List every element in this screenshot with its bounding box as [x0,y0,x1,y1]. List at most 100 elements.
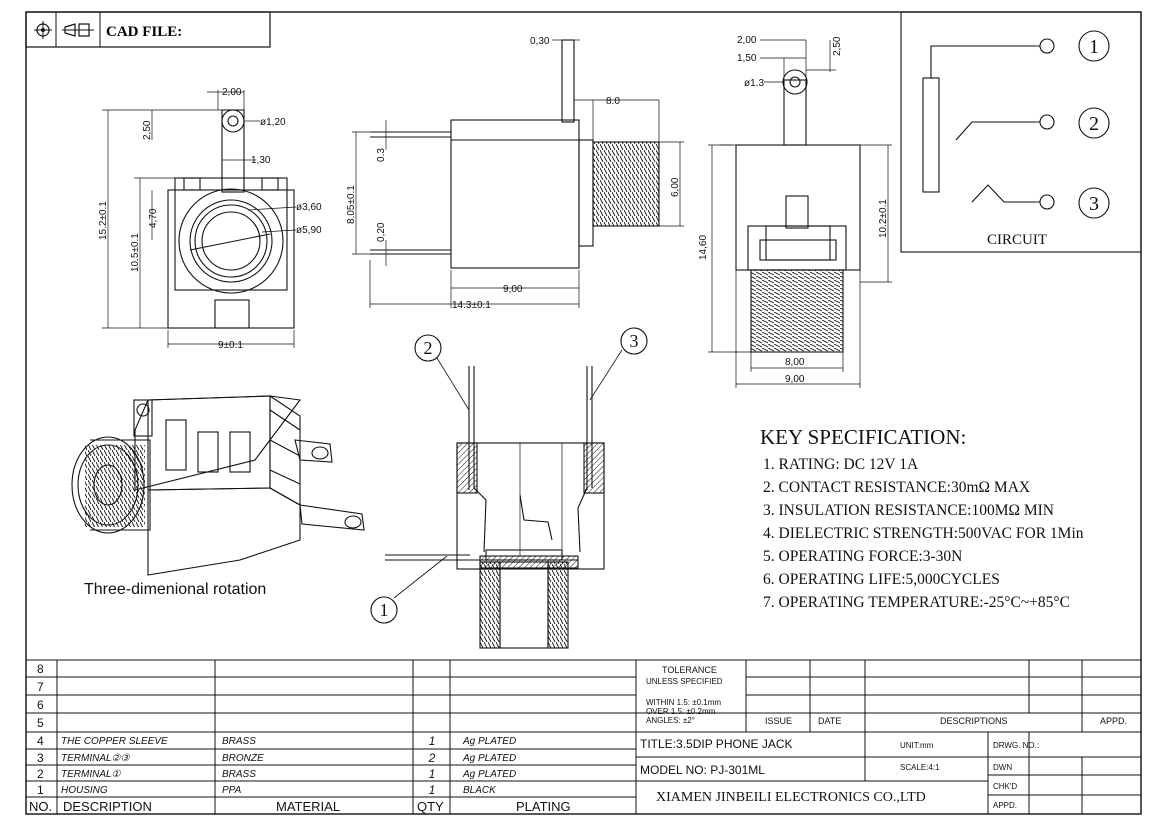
appd-label: APPD. [1100,716,1127,726]
sheet-border [25,11,1142,815]
circuit-pin-3: 3 [1089,193,1099,215]
dim-8-00: 8,00 [785,357,805,368]
bom-qty-1: 1 [429,783,436,797]
circuit-box [900,11,1142,253]
circuit-label: CIRCUIT [987,232,1047,248]
key-spec-item-1: 1. RATING: DC 12V 1A [763,456,919,473]
key-spec: KEY SPECIFICATION: 1. RATING: DC 12V 1A … [760,425,1084,611]
pin-1-icon [1078,30,1110,62]
top-view [102,90,297,348]
drawing-title: TITLE:3.5DIP PHONE JACK [640,737,793,751]
key-spec-title: KEY SPECIFICATION: [760,425,966,449]
appd-sign-label: APPD. [993,801,1017,810]
target-icon [34,21,52,39]
dim-4-70: 4,70 [148,208,159,228]
bom-header-qty: QTY [417,799,444,814]
bom-plating-1: BLACK [463,785,497,796]
scale-label: SCALE:4:1 [900,763,940,772]
bom-plating-4: Ag PLATED [462,736,516,747]
dim-phi-5-90: ø5,90 [296,225,322,236]
dwn-label: DWN [993,763,1012,772]
tolerance-subtitle: UNLESS SPECIFIED [646,677,723,686]
bom-header-material: MATERIAL [276,799,340,814]
company-name: XIAMEN JINBEILI ELECTRONICS CO.,LTD [656,790,926,805]
section-callout-3: 3 [630,331,639,351]
key-spec-item-7: 7. OPERATING TEMPERATURE:-25°C~+85°C [763,594,1070,611]
circuit-pin-2: 2 [1089,113,1099,135]
bom-plating-2: Ag PLATED [462,769,516,780]
bom-header-no: NO. [29,799,52,814]
isometric-view [71,394,365,576]
bom-no-8: 8 [37,662,44,676]
date-label: DATE [818,716,841,726]
bom-header-description: DESCRIPTION [63,799,152,814]
bom-qty-3: 2 [428,751,436,765]
tolerance-within: WITHIN 1.5: ±0.1mm [646,698,721,707]
bom-plating-3: Ag PLATED [462,753,516,764]
bom-no-4: 4 [37,734,44,748]
bom-table [26,659,637,814]
side-view [352,39,684,308]
bom-no-6: 6 [37,698,44,712]
section-callout-1: 1 [380,600,389,620]
key-spec-item-6: 6. OPERATING LIFE:5,000CYCLES [763,571,1000,588]
dim-10-2: 10.2±0.1 [878,199,889,238]
bom-no-5: 5 [37,716,44,730]
title-block [636,659,1141,814]
bom-desc-4: THE COPPER SLEEVE [61,736,168,747]
dim-14-60: 14,60 [698,235,709,260]
front-view [708,39,892,388]
iso-caption: Three-dimenional rotation [84,581,266,598]
bom-qty-4: 1 [429,734,436,748]
bom-mat-2: BRASS [222,769,256,780]
bom-mat-3: BRONZE [222,753,264,764]
bom-no-3: 3 [37,751,44,765]
bom-qty-2: 1 [429,767,436,781]
descriptions-label: DESCRIPTIONS [940,716,1008,726]
circuit-pin-1: 1 [1089,36,1099,58]
cad-file-label: CAD FILE: [106,24,182,40]
tolerance-angles: ANGLES: ±2° [646,716,695,725]
dim-8-0: 8.0 [606,96,620,107]
dim-phi-1-3: ø1.3 [744,78,764,89]
projection-icon [62,23,94,37]
bom-desc-1: HOUSING [61,785,108,796]
chkd-label: CHK'D [993,782,1017,791]
tolerance-title: TOLERANCE [662,665,717,675]
key-spec-item-5: 5. OPERATING FORCE:3-30N [763,548,962,565]
bom-header-plating: PLATING [516,799,571,814]
dim-2-00: 2,00 [222,87,242,98]
dim-phi-1-20: ø1,20 [260,117,286,128]
dim-8-05: 8.05±0.1 [346,185,357,224]
dim-9: 9±0.1 [218,340,243,351]
bom-no-7: 7 [37,680,44,694]
section-callout-2: 2 [424,338,433,358]
dim-2-50-front: 2,50 [832,36,843,56]
dim-1-50: 1,50 [737,53,757,64]
unit-label: UNIT:mm [900,741,934,750]
key-spec-item-4: 4. DIELECTRIC STRENGTH:500VAC FOR 1Min [763,525,1084,542]
model-number: MODEL NO: PJ-301ML [640,763,765,777]
dim-6-00: 6,00 [670,177,681,197]
dim-10-5: 10.5±0.1 [130,233,141,272]
dim-2-00-front: 2,00 [737,35,757,46]
tolerance-over: OVER 1.5: ±0.2mm [646,707,716,716]
bom-desc-3: TERMINAL②③ [61,753,131,764]
bom-no-1: 1 [37,783,44,797]
pin-2-icon [1078,107,1110,139]
section-view [370,327,648,649]
dim-0-20: 0,20 [376,222,387,242]
bom-desc-2: TERMINAL① [61,769,122,780]
dim-2-50: 2,50 [142,120,153,140]
dim-15-2: 15.2±0.1 [98,201,109,240]
drwg-no-label: DRWG. NO.: [993,741,1039,750]
dim-0-3: 0.3 [376,148,387,162]
dim-9-00-front: 9,00 [785,374,805,385]
dim-14-3: 14.3±0.1 [452,300,491,311]
issue-label: ISSUE [765,716,792,726]
cad-header: CAD FILE: [25,11,271,48]
key-spec-item-3: 3. INSULATION RESISTANCE:100MΩ MIN [763,502,1054,519]
dim-9-00-side: 9,00 [503,284,523,295]
bom-no-2: 2 [37,767,44,781]
